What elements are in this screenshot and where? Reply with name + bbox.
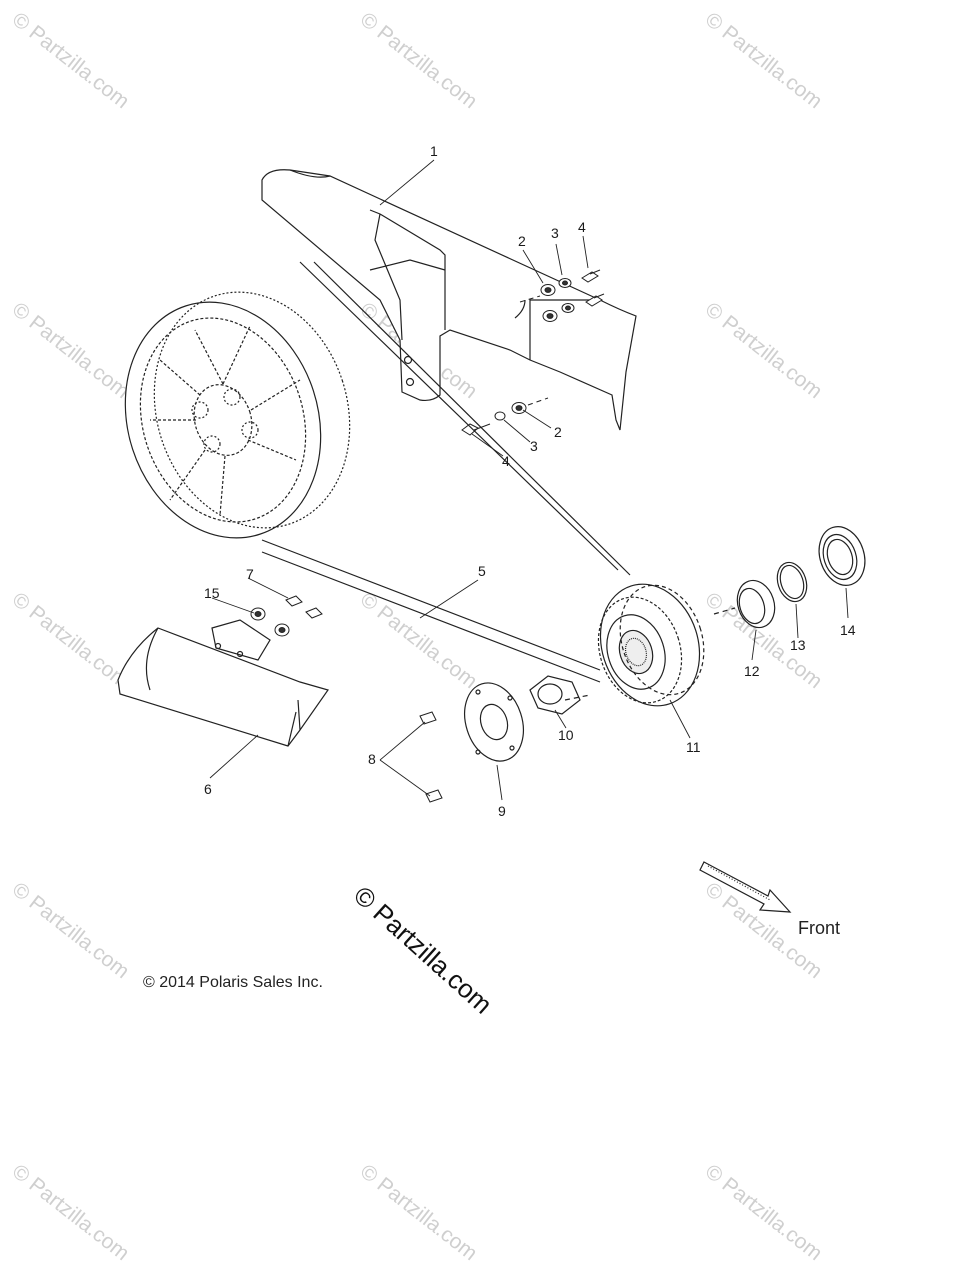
callout-1: 1 — [430, 143, 438, 159]
callout-3a: 3 — [551, 225, 559, 241]
callout-labels: 1 2 3 4 2 3 4 5 6 7 8 9 10 11 12 13 14 1… — [204, 143, 856, 819]
callout-13: 13 — [790, 637, 806, 653]
front-arrow-icon — [699, 861, 792, 913]
callout-14: 14 — [840, 622, 856, 638]
sprocket-nut[interactable] — [529, 675, 591, 715]
lower-hardware[interactable] — [461, 397, 549, 436]
callout-3b: 3 — [530, 438, 538, 454]
lower-guard-hardware[interactable] — [250, 595, 323, 637]
spacer[interactable] — [713, 576, 781, 633]
drive-belt[interactable] — [261, 261, 631, 683]
callout-4a: 4 — [578, 219, 586, 235]
callout-10: 10 — [558, 727, 574, 743]
front-sprocket[interactable] — [585, 571, 717, 719]
upper-hardware[interactable] — [519, 269, 605, 322]
callout-5: 5 — [478, 563, 486, 579]
seal[interactable] — [812, 521, 872, 592]
callout-6: 6 — [204, 781, 212, 797]
callout-4b: 4 — [502, 453, 510, 469]
lock-plate[interactable] — [455, 675, 533, 768]
callout-7: 7 — [246, 566, 254, 582]
copyright-notice: © 2014 Polaris Sales Inc. — [143, 974, 323, 991]
callout-9: 9 — [498, 803, 506, 819]
o-ring[interactable] — [773, 559, 812, 606]
lower-belt-guard[interactable] — [117, 619, 329, 747]
callout-2a: 2 — [518, 233, 526, 249]
callout-11: 11 — [686, 739, 701, 755]
upper-belt-guard[interactable] — [261, 169, 637, 431]
front-label: Front — [798, 918, 841, 938]
rear-pulley — [124, 291, 351, 539]
leader-lines — [209, 159, 849, 801]
lock-plate-screws[interactable] — [419, 711, 443, 803]
callout-12: 12 — [744, 663, 760, 679]
callout-2b: 2 — [554, 424, 562, 440]
callout-15: 15 — [204, 585, 220, 601]
parts-diagram: 1 2 3 4 2 3 4 5 6 7 8 9 10 11 12 13 14 1… — [117, 143, 872, 913]
callout-8: 8 — [368, 751, 376, 767]
